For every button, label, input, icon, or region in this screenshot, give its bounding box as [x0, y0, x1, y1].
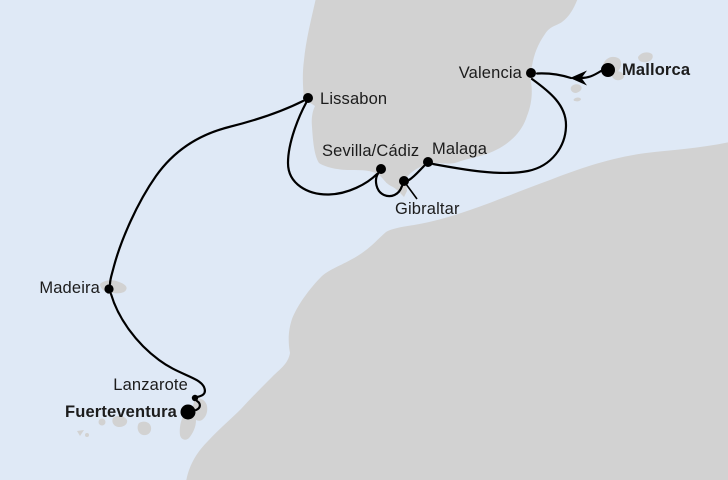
port-label-fuerteventura: Fuerteventura: [65, 402, 177, 421]
port-dot-valencia: [526, 68, 536, 78]
port-dot-fuerteventura: [180, 404, 196, 420]
port-label-lanzarote: Lanzarote: [113, 375, 188, 394]
route-segment-valencia-malaga: [431, 77, 568, 174]
route-segment-madeira-lanzarote: [109, 292, 206, 399]
island-ibiza: [570, 84, 582, 93]
port-label-madeira: Madeira: [39, 278, 100, 297]
island-menorca: [638, 52, 653, 63]
port-dot-lanzarote: [191, 394, 199, 402]
route-segment-gibraltar-sevilla: [374, 172, 404, 198]
island-fuerteventura: [179, 412, 196, 440]
route-segment-malaga-gibraltar: [407, 164, 426, 182]
island-el-hierro: [85, 433, 89, 437]
island-la-gomera: [98, 418, 106, 426]
route-segment-mallorca-arrow: [579, 69, 603, 80]
port-label-sevilla-cadiz: Sevilla/Cádiz: [322, 141, 420, 160]
landmass-africa: [186, 142, 728, 480]
port-dot-sevilla-cadiz: [376, 164, 386, 174]
port-dot-malaga: [423, 157, 433, 167]
port-label-malaga: Malaga: [432, 139, 488, 158]
island-formentera: [573, 97, 581, 102]
route-segment-lissabon-madeira: [108, 99, 305, 286]
gibraltar-label-leader-line: [405, 183, 418, 200]
port-dot-madeira: [104, 284, 114, 294]
port-dot-gibraltar: [399, 176, 409, 186]
landmass-iberia: [302, 0, 578, 197]
port-label-mallorca: Mallorca: [622, 60, 691, 79]
route-direction-arrow-icon: [570, 70, 587, 86]
route-segment-arrow-valencia: [535, 72, 573, 80]
port-label-lissabon: Lissabon: [320, 89, 388, 108]
route-segment-sevilla-lissabon: [286, 101, 379, 196]
island-tenerife: [112, 415, 128, 427]
port-dot-mallorca: [601, 63, 615, 77]
island-gran-canaria: [137, 421, 152, 436]
port-label-gibraltar: Gibraltar: [395, 199, 460, 218]
port-dot-lissabon: [303, 93, 313, 103]
island-lanzarote: [192, 398, 208, 421]
port-label-valencia: Valencia: [458, 63, 522, 82]
island-la-palma: [77, 430, 84, 436]
route-segment-lanzarote-fuerteventura: [194, 399, 201, 412]
